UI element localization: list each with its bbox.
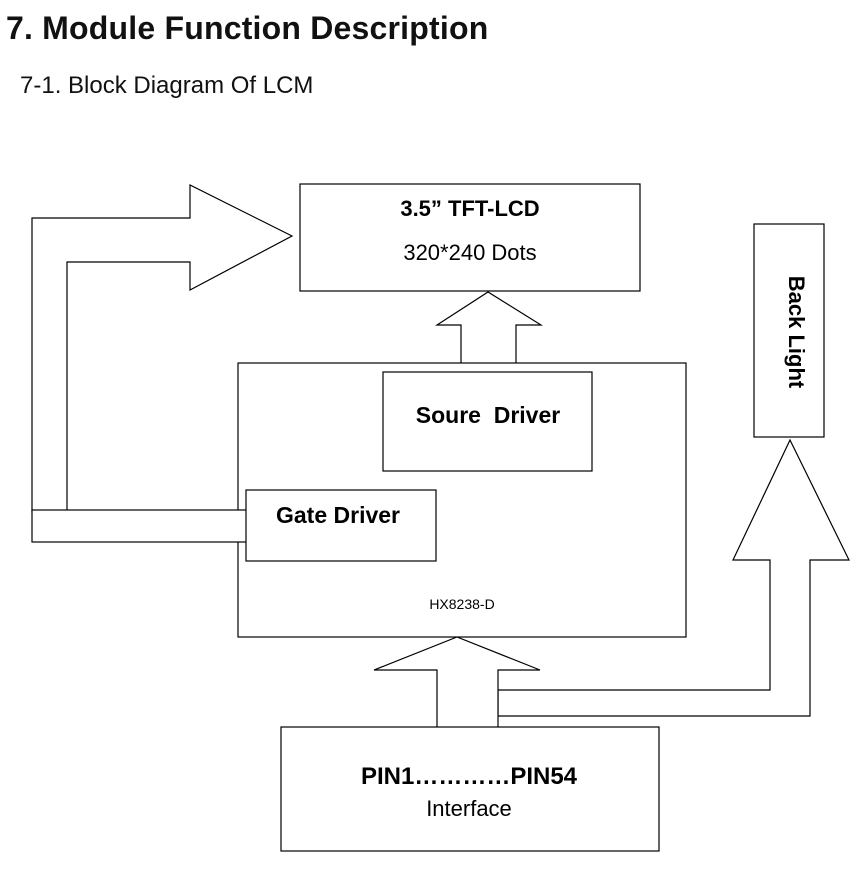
lcd-resolution: 320*240 Dots: [403, 240, 536, 265]
source-driver-block: [382, 371, 593, 472]
controller-label: HX8238-D: [429, 596, 494, 612]
interface-pins-label: PIN1…………PIN54: [361, 763, 578, 790]
interface-to-backlight-arrow: [497, 438, 850, 717]
back-light-label: Back Light: [784, 276, 809, 389]
tft-lcd-block: [299, 183, 641, 292]
source-to-lcd-arrow: [434, 291, 544, 373]
gate-driver-label: Gate Driver: [276, 502, 400, 528]
back-light-block: [753, 223, 825, 438]
gate-driver-bus: [31, 509, 257, 543]
interface-label: Interface: [426, 796, 512, 821]
interface-block: [280, 726, 660, 852]
section-title: 7. Module Function Description: [6, 10, 489, 46]
lcd-title: 3.5” TFT-LCD: [400, 196, 539, 221]
sub-title: 7-1. Block Diagram Of LCM: [20, 72, 314, 99]
gate-driver-block: [245, 489, 437, 562]
interface-to-controller-arrow: [373, 636, 541, 729]
gate-to-lcd-arrow: [31, 184, 294, 513]
source-driver-label: Soure Driver: [416, 402, 560, 428]
